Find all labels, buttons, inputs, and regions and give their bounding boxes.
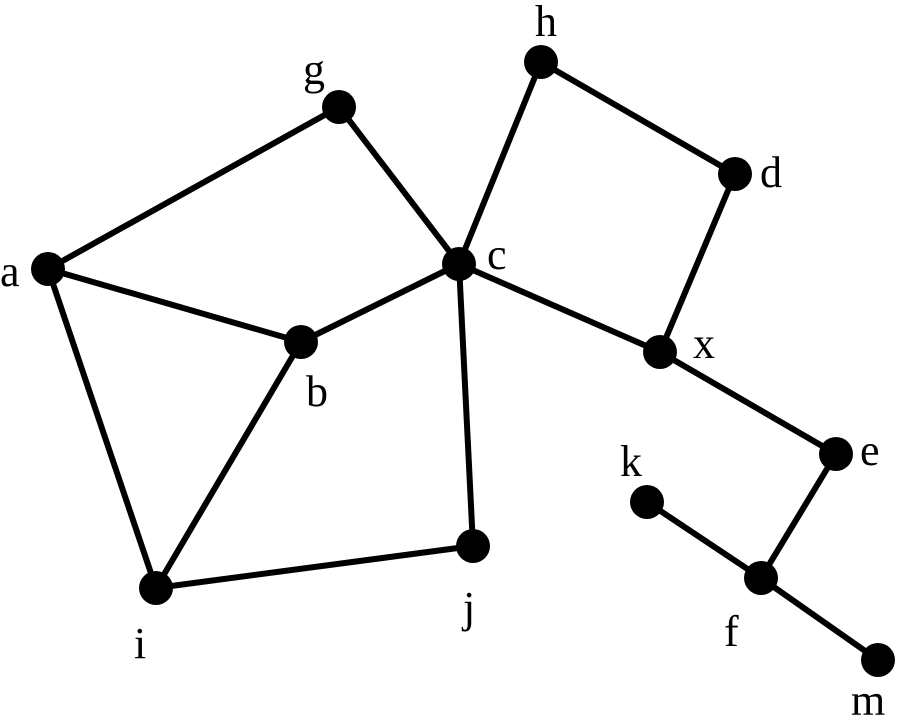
- node-label-d: d: [760, 148, 782, 197]
- node-b: [284, 325, 318, 359]
- node-h: [524, 45, 558, 79]
- node-f: [744, 561, 778, 595]
- node-label-g: g: [303, 45, 325, 94]
- node-i: [139, 571, 173, 605]
- edge-f-m: [758, 575, 881, 663]
- edge-b-c: [298, 261, 462, 345]
- node-label-e: e: [860, 426, 880, 475]
- edge-e-f: [758, 451, 839, 581]
- node-j: [456, 529, 490, 563]
- node-label-j: j: [461, 583, 475, 632]
- nodes-layer: [31, 45, 895, 677]
- node-e: [819, 437, 853, 471]
- edge-h-d: [538, 59, 738, 177]
- node-k: [630, 485, 664, 519]
- edge-g-c: [336, 104, 462, 267]
- node-label-k: k: [620, 437, 642, 486]
- node-c: [442, 247, 476, 281]
- edge-a-b: [45, 266, 304, 345]
- edge-c-h: [456, 59, 544, 267]
- node-label-f: f: [724, 607, 739, 656]
- edge-i-j: [153, 543, 476, 591]
- node-a: [31, 252, 65, 286]
- node-label-x: x: [693, 319, 715, 368]
- edge-c-j: [456, 261, 476, 549]
- edge-c-x: [456, 261, 663, 355]
- edge-b-i: [153, 339, 304, 591]
- node-label-c: c: [487, 230, 507, 279]
- node-label-a: a: [0, 247, 20, 296]
- edge-d-x: [657, 171, 738, 355]
- node-label-h: h: [535, 0, 557, 46]
- node-x: [643, 335, 677, 369]
- node-g: [322, 90, 356, 124]
- node-d: [718, 157, 752, 191]
- node-label-i: i: [134, 619, 146, 668]
- edges-layer: [45, 59, 881, 663]
- edge-a-g: [45, 104, 342, 272]
- node-label-m: m: [851, 676, 885, 719]
- node-m: [861, 643, 895, 677]
- edge-a-i: [45, 266, 159, 591]
- node-label-b: b: [306, 367, 328, 416]
- edge-k-f: [644, 499, 764, 581]
- edge-x-e: [657, 349, 839, 457]
